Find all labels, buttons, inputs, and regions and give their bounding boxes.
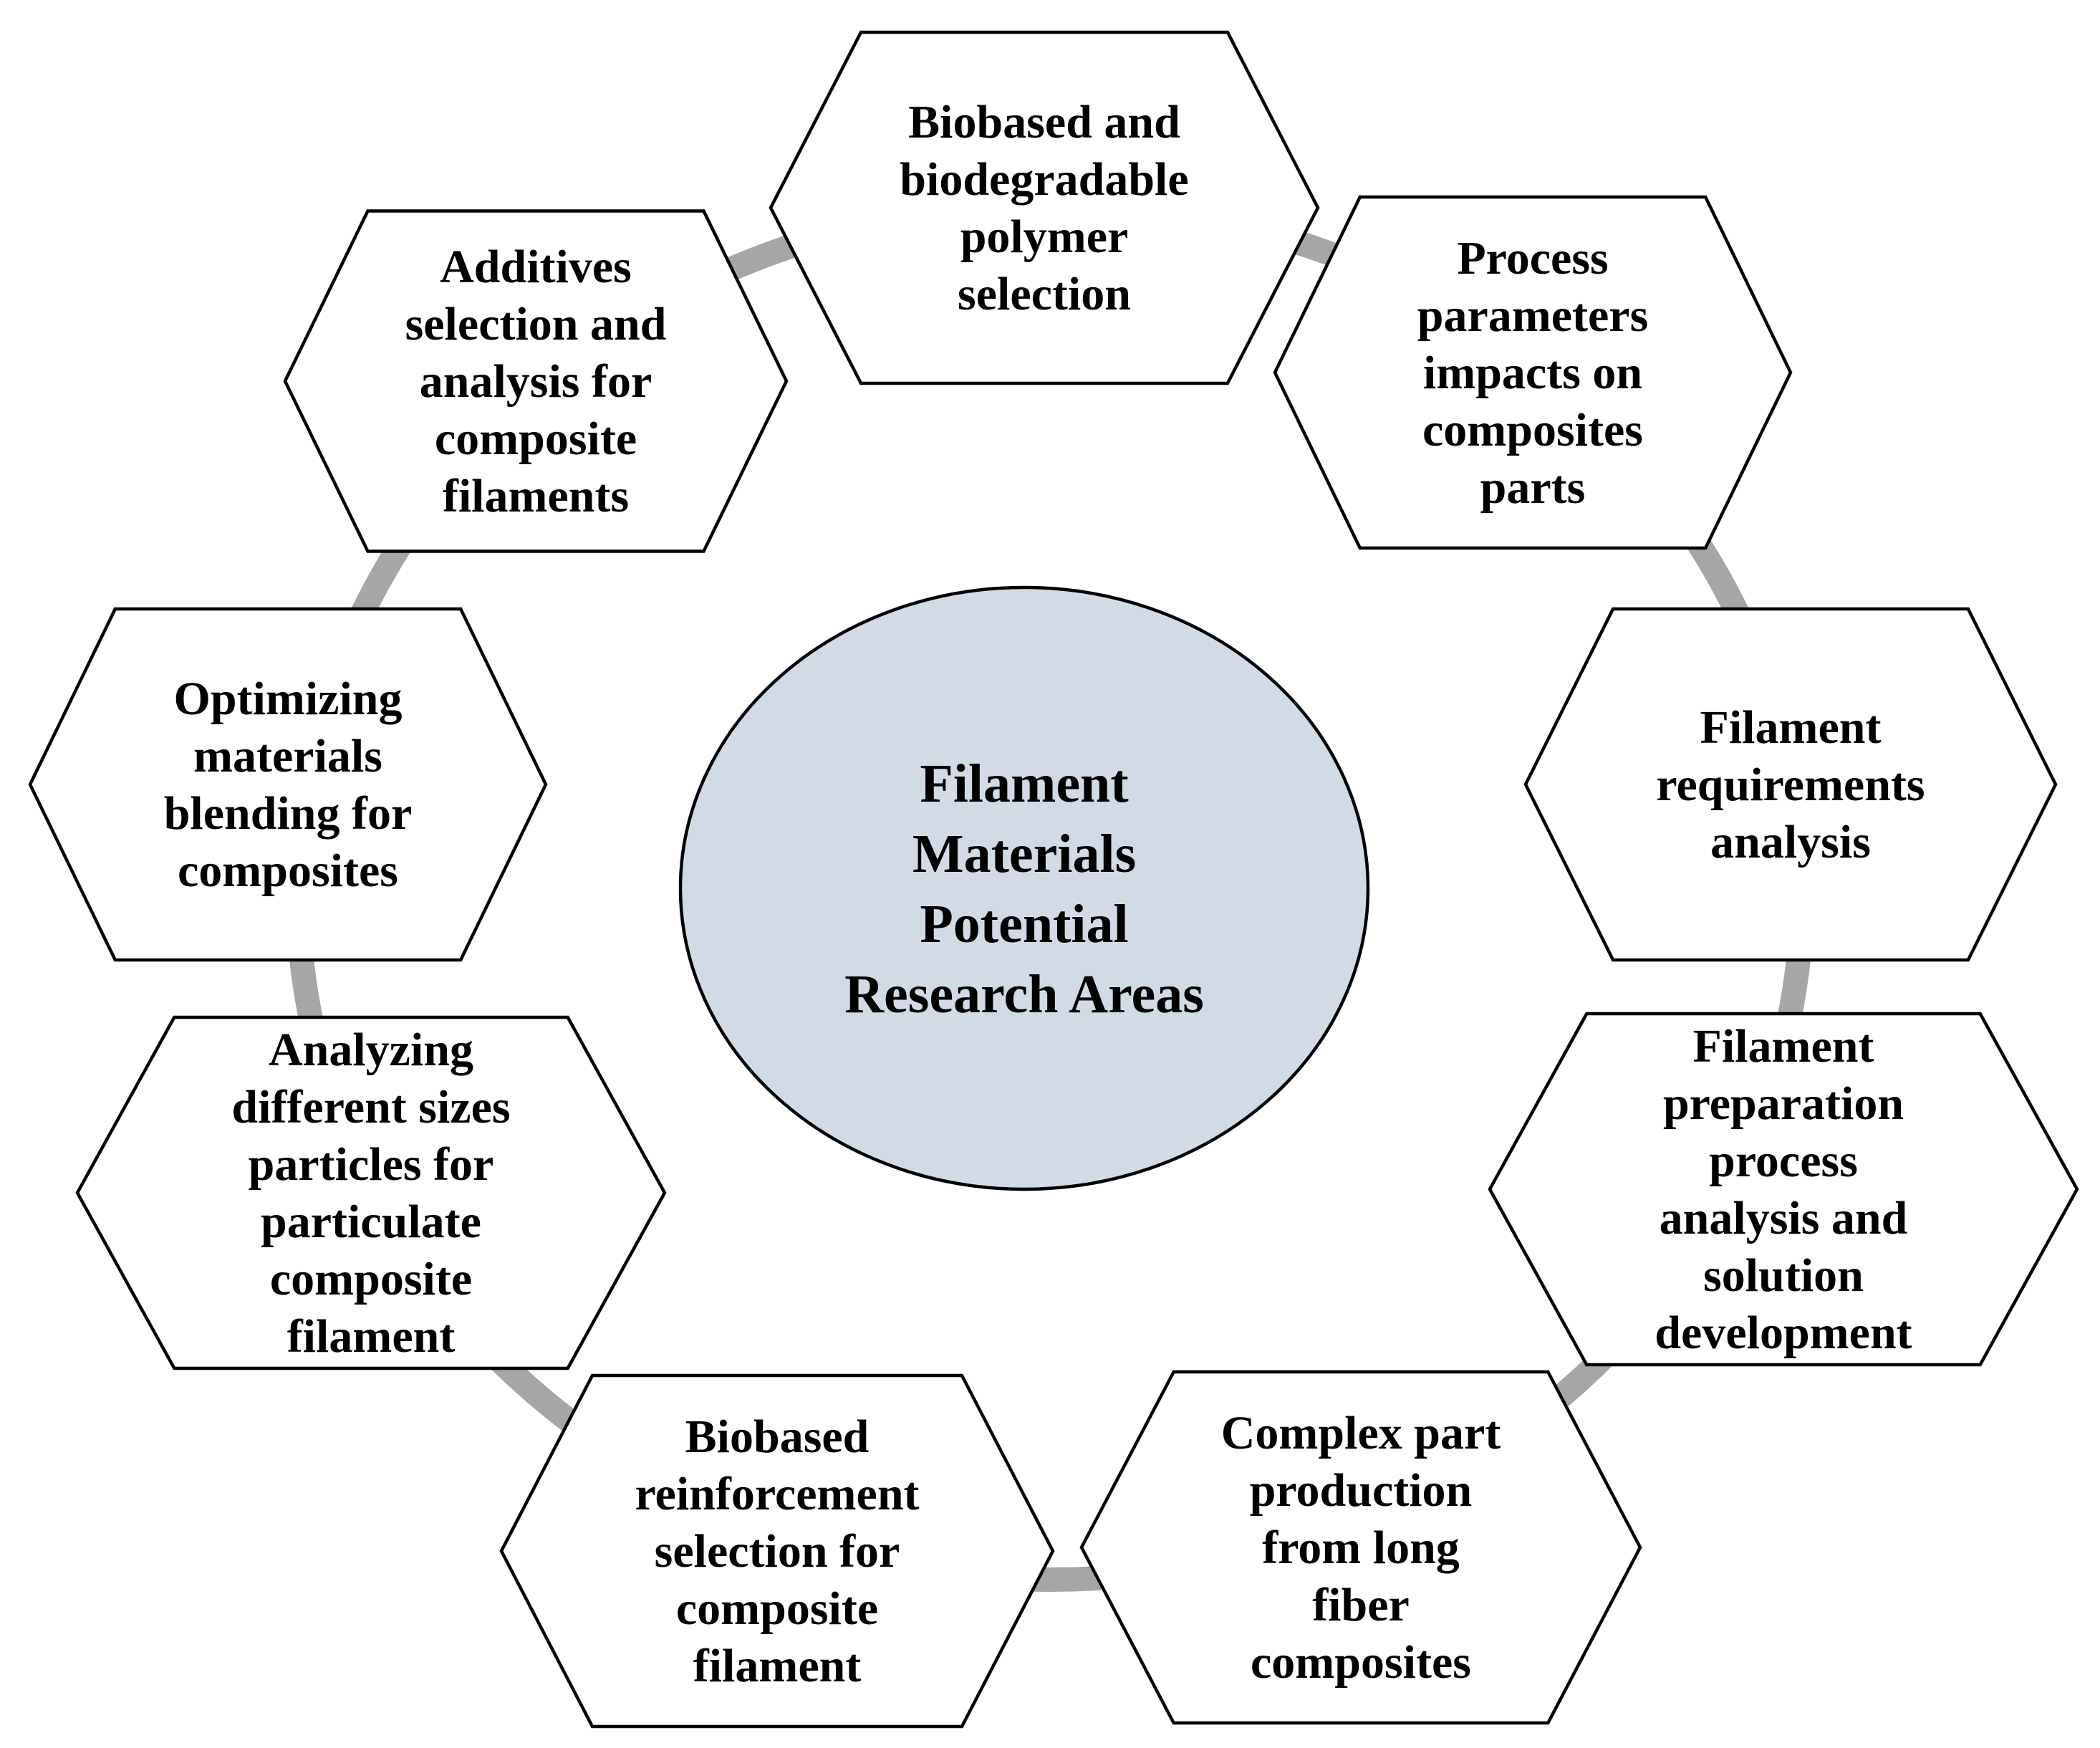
node-label-line: parts [1480,461,1586,514]
hexagon-shape [1079,1370,1642,1725]
node-label-line: selection and [405,298,667,350]
node-label-line: filament [287,1310,456,1363]
hexagon-shape [283,209,789,553]
hexagon-shape [1523,607,2058,962]
node-label-line: fiber [1312,1579,1410,1631]
node-label-line: Additives [440,241,632,293]
node-label-line: composites [1422,404,1643,456]
node-label-line: biodegradable [900,153,1188,206]
node-label-line: selection [958,268,1131,320]
node-label-line: from long [1262,1522,1460,1574]
node-label-line: production [1250,1464,1473,1517]
node-label-line: Analyzing [269,1024,473,1076]
hexagon-shape [75,1015,667,1370]
center-title-line: Materials [912,824,1136,884]
node-label-line: Complex part [1221,1407,1501,1459]
hexagon-shape [769,30,1320,385]
node-label-line: different sizes [231,1081,510,1133]
node-label-line: Biobased [685,1411,870,1463]
node-label-line: filament [693,1640,862,1692]
node-label-line: process [1709,1135,1858,1187]
node-label-line: solution [1703,1249,1864,1302]
node-label-line: blending for [164,787,413,840]
research-area-nodes: Biobased andbiodegradablepolymerselectio… [28,30,2079,1729]
node-label-line: filaments [443,470,629,522]
node-label-line: Filament [1693,1020,1874,1072]
node-label-line: composite [676,1583,878,1635]
node-label-line: requirements [1656,759,1925,811]
center-title-line: Filament [920,754,1128,814]
node-label-line: composites [178,845,398,897]
node-label-line: Biobased and [908,96,1180,148]
node-label-line: analysis and [1660,1192,1908,1244]
node-label-line: parameters [1417,289,1649,342]
node-label-line: particles for [249,1138,494,1191]
node-label-line: impacts on [1423,347,1642,399]
node-label-line: Process [1457,232,1608,284]
node-label-line: polymer [960,211,1129,263]
center-title-line: Potential [920,894,1128,954]
hexagon-shape [28,607,548,962]
center-ellipse [678,585,1370,1191]
node-label-line: Filament [1700,701,1882,754]
hexagon-shape [499,1373,1055,1729]
hexagon-shape [1273,195,1793,550]
node-label-line: reinforcement [635,1468,919,1520]
node-label-line: analysis for [420,355,652,408]
node-label-line: Optimizing [173,673,402,725]
node-label-line: composite [270,1253,472,1305]
node-label-line: analysis [1710,816,1871,868]
node-label-line: development [1655,1307,1912,1359]
node-label-line: composites [1251,1636,1471,1689]
research-area-biobased-polymer-selection: Biobased andbiodegradablepolymerselectio… [769,30,1320,385]
node-label-line: particulate [261,1196,481,1248]
node-label-line: selection for [655,1525,900,1577]
hexagon-shape [1488,1012,2079,1367]
node-label-line: preparation [1663,1077,1904,1130]
center-title-line: Research Areas [844,964,1204,1024]
node-label-line: composite [435,413,637,465]
node-label-line: materials [193,730,382,782]
